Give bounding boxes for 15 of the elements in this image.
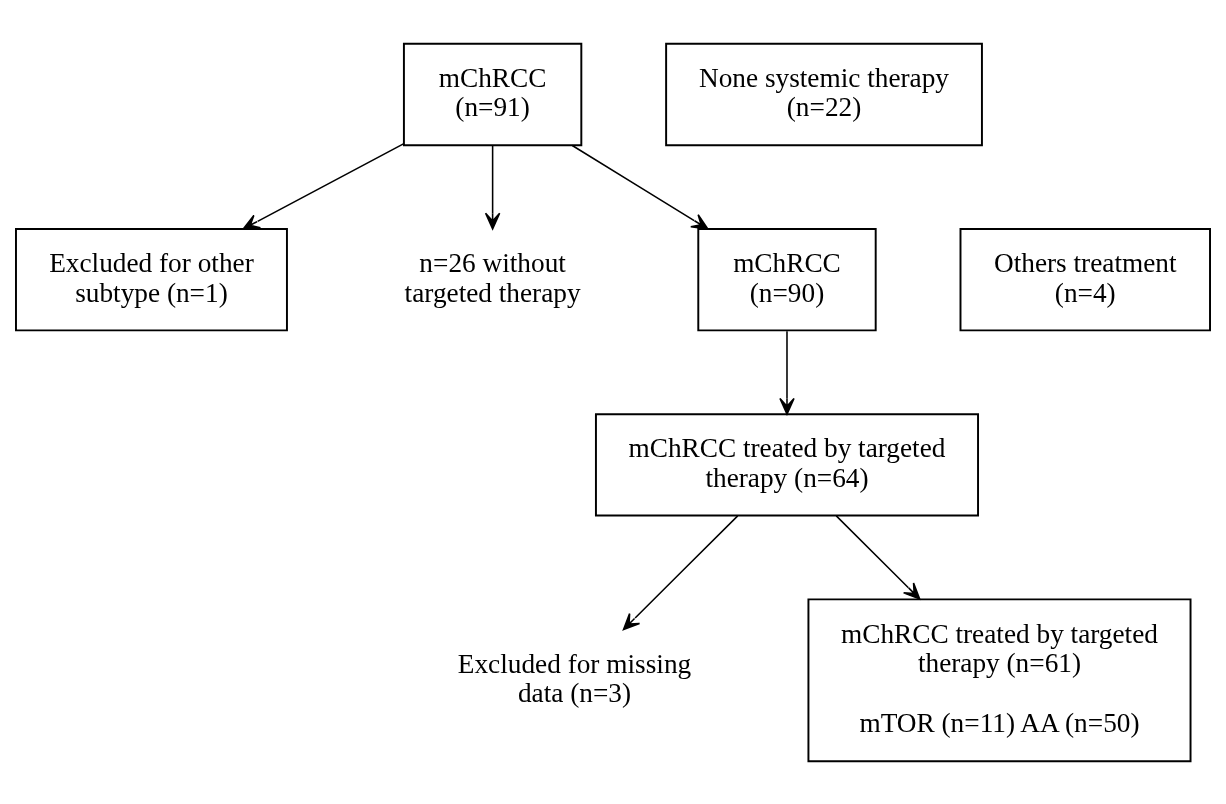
- arrow: [484, 144, 501, 230]
- node-box: mChRCC (n=90): [697, 227, 877, 331]
- node-box: mChRCC treated by targeted therapy (n=64): [594, 412, 979, 517]
- arrow: [571, 144, 709, 230]
- arrow: [242, 142, 405, 230]
- node-box: Excluded for other subtype (n=1): [15, 227, 288, 331]
- node-box: mChRCC (n=91): [402, 42, 583, 146]
- arrow: [622, 514, 739, 630]
- node-box: Others treatment (n=4): [959, 227, 1211, 331]
- node-text: n=26 without targeted therapy: [404, 247, 581, 308]
- node-box: mChRCC treated by targeted therapy (n=61) mTOR (n=11) AA (n=50): [807, 597, 1192, 762]
- arrow: [835, 514, 921, 600]
- node-text: Excluded for missing data (n=3): [457, 648, 692, 708]
- node-box: None systemic therapy (n=22): [665, 42, 983, 146]
- arrow: [779, 329, 795, 415]
